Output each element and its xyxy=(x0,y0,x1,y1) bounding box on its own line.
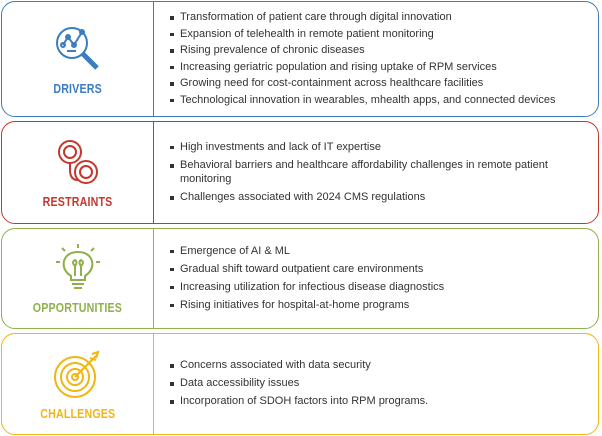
list-item: Growing need for cost-containment across… xyxy=(170,77,598,91)
opportunities-header: OPPORTUNITIES xyxy=(2,229,154,328)
list-item: High investments and lack of IT expertis… xyxy=(170,141,570,155)
list-item: Expansion of telehealth in remote patien… xyxy=(170,28,598,42)
list-item: Incorporation of SDOH factors into RPM p… xyxy=(170,395,598,409)
opportunities-label: OPPORTUNITIES xyxy=(32,300,123,315)
challenges-label: CHALLENGES xyxy=(39,405,116,421)
restraints-section: RESTRAINTS High investments and lack of … xyxy=(1,121,599,224)
drivers-header: DRIVERS xyxy=(2,2,154,116)
list-item: Technological innovation in wearables, m… xyxy=(170,94,598,108)
list-item: Emergence of AI & ML xyxy=(170,245,598,259)
list-item: Data accessibility issues xyxy=(170,377,598,391)
list-item: Transformation of patient care through d… xyxy=(170,11,598,25)
restraints-label: RESTRAINTS xyxy=(42,194,113,209)
list-item: Rising initiatives for hospital-at-home … xyxy=(170,299,598,313)
challenges-section: CHALLENGES Concerns associated with data… xyxy=(1,333,599,435)
opportunities-section: OPPORTUNITIES Emergence of AI & ML Gradu… xyxy=(1,228,599,329)
list-item: Rising prevalence of chronic diseases xyxy=(170,44,598,58)
magnifier-chart-icon xyxy=(55,26,99,70)
drivers-section: DRIVERS Transformation of patient care t… xyxy=(1,1,599,117)
drivers-label: DRIVERS xyxy=(53,80,102,96)
list-item: Gradual shift toward outpatient care env… xyxy=(170,263,598,277)
challenges-header: CHALLENGES xyxy=(2,334,154,434)
list-item: Challenges associated with 2024 CMS regu… xyxy=(170,191,570,205)
target-icon xyxy=(53,349,100,398)
list-item: Increasing utilization for infectious di… xyxy=(170,281,598,295)
handcuffs-icon xyxy=(57,140,98,184)
restraints-header: RESTRAINTS xyxy=(2,122,154,223)
list-item: Behavioral barriers and healthcare affor… xyxy=(170,159,570,186)
list-item: Increasing geriatric population and risi… xyxy=(170,61,598,75)
lightbulb-icon xyxy=(55,244,100,289)
list-item: Concerns associated with data security xyxy=(170,359,598,373)
